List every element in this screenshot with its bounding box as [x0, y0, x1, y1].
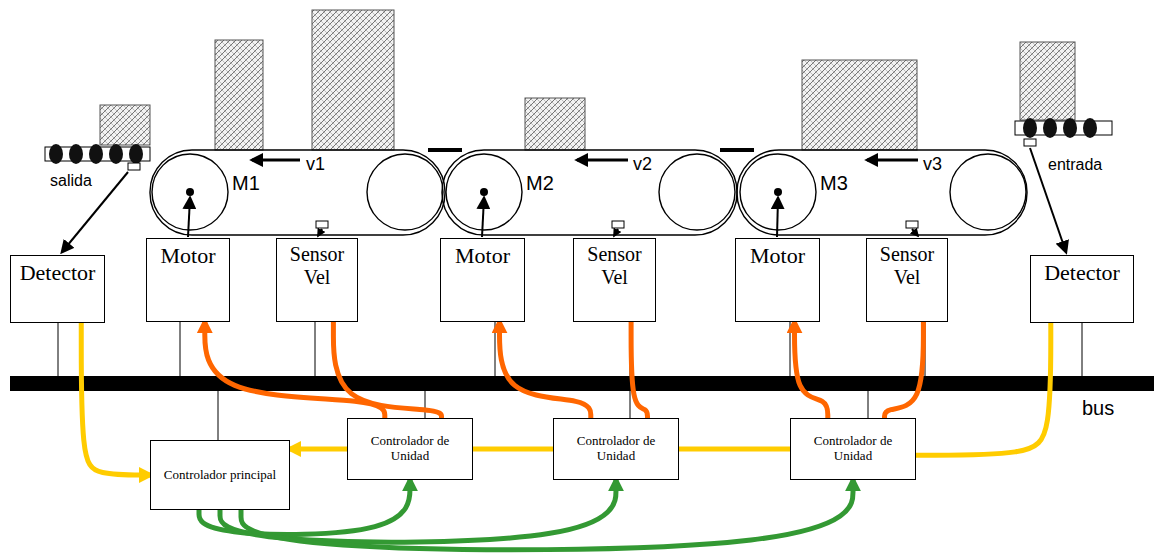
velocity-label: v3: [923, 155, 942, 175]
detector-box: Detector: [10, 255, 105, 323]
signal-connector: [473, 447, 553, 452]
motor-label: M1: [232, 172, 260, 194]
conveyor-belt: [150, 150, 1027, 235]
belt-joint: [428, 148, 754, 152]
node-text: Controlador principal: [164, 468, 276, 483]
signal-connector: [885, 322, 924, 418]
node-text: Sensor Vel: [280, 243, 354, 289]
node-text: Sensor Vel: [577, 243, 652, 289]
signal-connector: [333, 322, 441, 418]
package-boxes: [100, 10, 1075, 150]
bus-bar: [10, 376, 1154, 391]
input-label: entrada: [1048, 156, 1102, 174]
node-text: Motor: [455, 243, 510, 268]
motor-label: M2: [526, 172, 554, 194]
velocity-label: v1: [306, 155, 325, 175]
output-label: salida: [50, 172, 92, 190]
roller-conveyor: [45, 118, 1112, 170]
signal-connector: [916, 323, 1051, 455]
signal-connector: [81, 323, 150, 475]
velocity-arrow: [252, 159, 918, 162]
signal-connector: [679, 447, 790, 452]
node-text: Sensor Vel: [870, 243, 944, 289]
node-text: Controlador de Unidad: [558, 434, 674, 464]
motor-box: Motor: [735, 238, 820, 322]
unit-controller-box: Controlador de Unidad: [790, 418, 916, 480]
motor-box: Motor: [440, 238, 525, 322]
speed-sensor-box: Sensor Vel: [276, 238, 358, 322]
signal-connector: [631, 322, 647, 418]
motor-label: M3: [820, 172, 848, 194]
motor-box: Motor: [146, 238, 230, 322]
unit-controller-box: Controlador de Unidad: [347, 418, 473, 480]
bus-label: bus: [1082, 397, 1114, 419]
speed-sensor-box: Sensor Vel: [866, 238, 948, 322]
node-text: Motor: [161, 243, 216, 268]
roller-axis: [186, 188, 782, 196]
main-controller-box: Controlador principal: [150, 440, 290, 510]
signal-leader: [62, 148, 1066, 252]
node-text: Detector: [20, 260, 96, 285]
node-text: Motor: [750, 243, 805, 268]
speed-sensor-mark: [316, 221, 918, 228]
detector-box: Detector: [1030, 255, 1134, 323]
node-text: Controlador de Unidad: [352, 434, 468, 464]
node-text: Controlador de Unidad: [795, 434, 911, 464]
signal-connector: [205, 322, 385, 418]
signal-connector: [290, 447, 347, 452]
node-text: Detector: [1044, 260, 1120, 285]
signal-connector: [241, 480, 853, 550]
signal-connector: [795, 322, 828, 418]
speed-sensor-box: Sensor Vel: [573, 238, 656, 322]
velocity-label: v2: [633, 155, 652, 175]
unit-controller-box: Controlador de Unidad: [553, 418, 679, 480]
signal-connector: [500, 322, 591, 418]
